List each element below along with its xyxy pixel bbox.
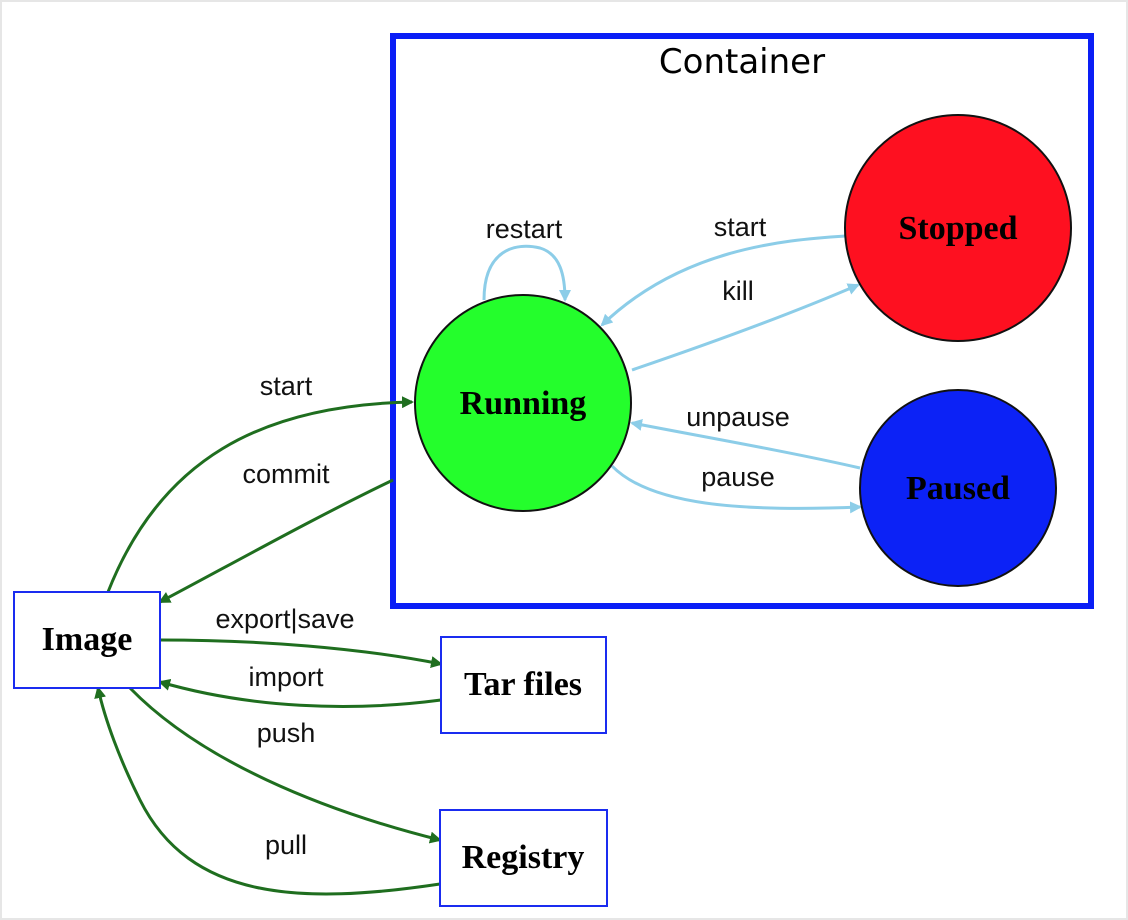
edge-label-import: import — [248, 662, 324, 692]
edge-import — [158, 679, 442, 708]
node-image — [13, 591, 161, 689]
edge-pause — [610, 464, 862, 514]
node-paused — [859, 389, 1057, 587]
edge-label-restart: restart — [486, 214, 563, 244]
node-paused-label: Paused — [906, 470, 1010, 507]
edge-label-pull: pull — [265, 830, 307, 860]
container-cluster-label: Container — [659, 42, 825, 82]
edge-label-push: push — [257, 718, 316, 748]
edge-unpause — [630, 418, 861, 470]
edge-label-unpause: unpause — [686, 402, 790, 432]
edge-pull — [94, 686, 441, 896]
edge-label-pause: pause — [701, 462, 775, 492]
edge-label-export-save: export|save — [215, 604, 354, 634]
edge-restart — [482, 244, 571, 302]
node-tar-files-label: Tar files — [464, 666, 582, 703]
node-stopped — [844, 114, 1072, 342]
edge-export-save — [159, 638, 443, 668]
node-running — [414, 294, 632, 512]
node-image-label: Image — [42, 621, 133, 658]
node-tar-files — [440, 636, 607, 734]
node-registry — [439, 809, 608, 907]
edge-label-start-stopped: start — [714, 212, 767, 242]
node-stopped-label: Stopped — [898, 210, 1017, 247]
container-cluster — [390, 33, 1094, 609]
edge-start-image-to-running — [106, 396, 414, 593]
edge-label-start-image: start — [260, 371, 313, 401]
node-running-label: Running — [460, 385, 587, 422]
edge-label-commit: commit — [243, 459, 330, 489]
edge-label-kill: kill — [722, 276, 754, 306]
edge-start-stopped-to-running — [600, 234, 847, 327]
node-registry-label: Registry — [462, 839, 585, 876]
edge-push — [128, 686, 442, 844]
edge-kill — [631, 283, 860, 372]
edge-commit — [158, 478, 394, 604]
